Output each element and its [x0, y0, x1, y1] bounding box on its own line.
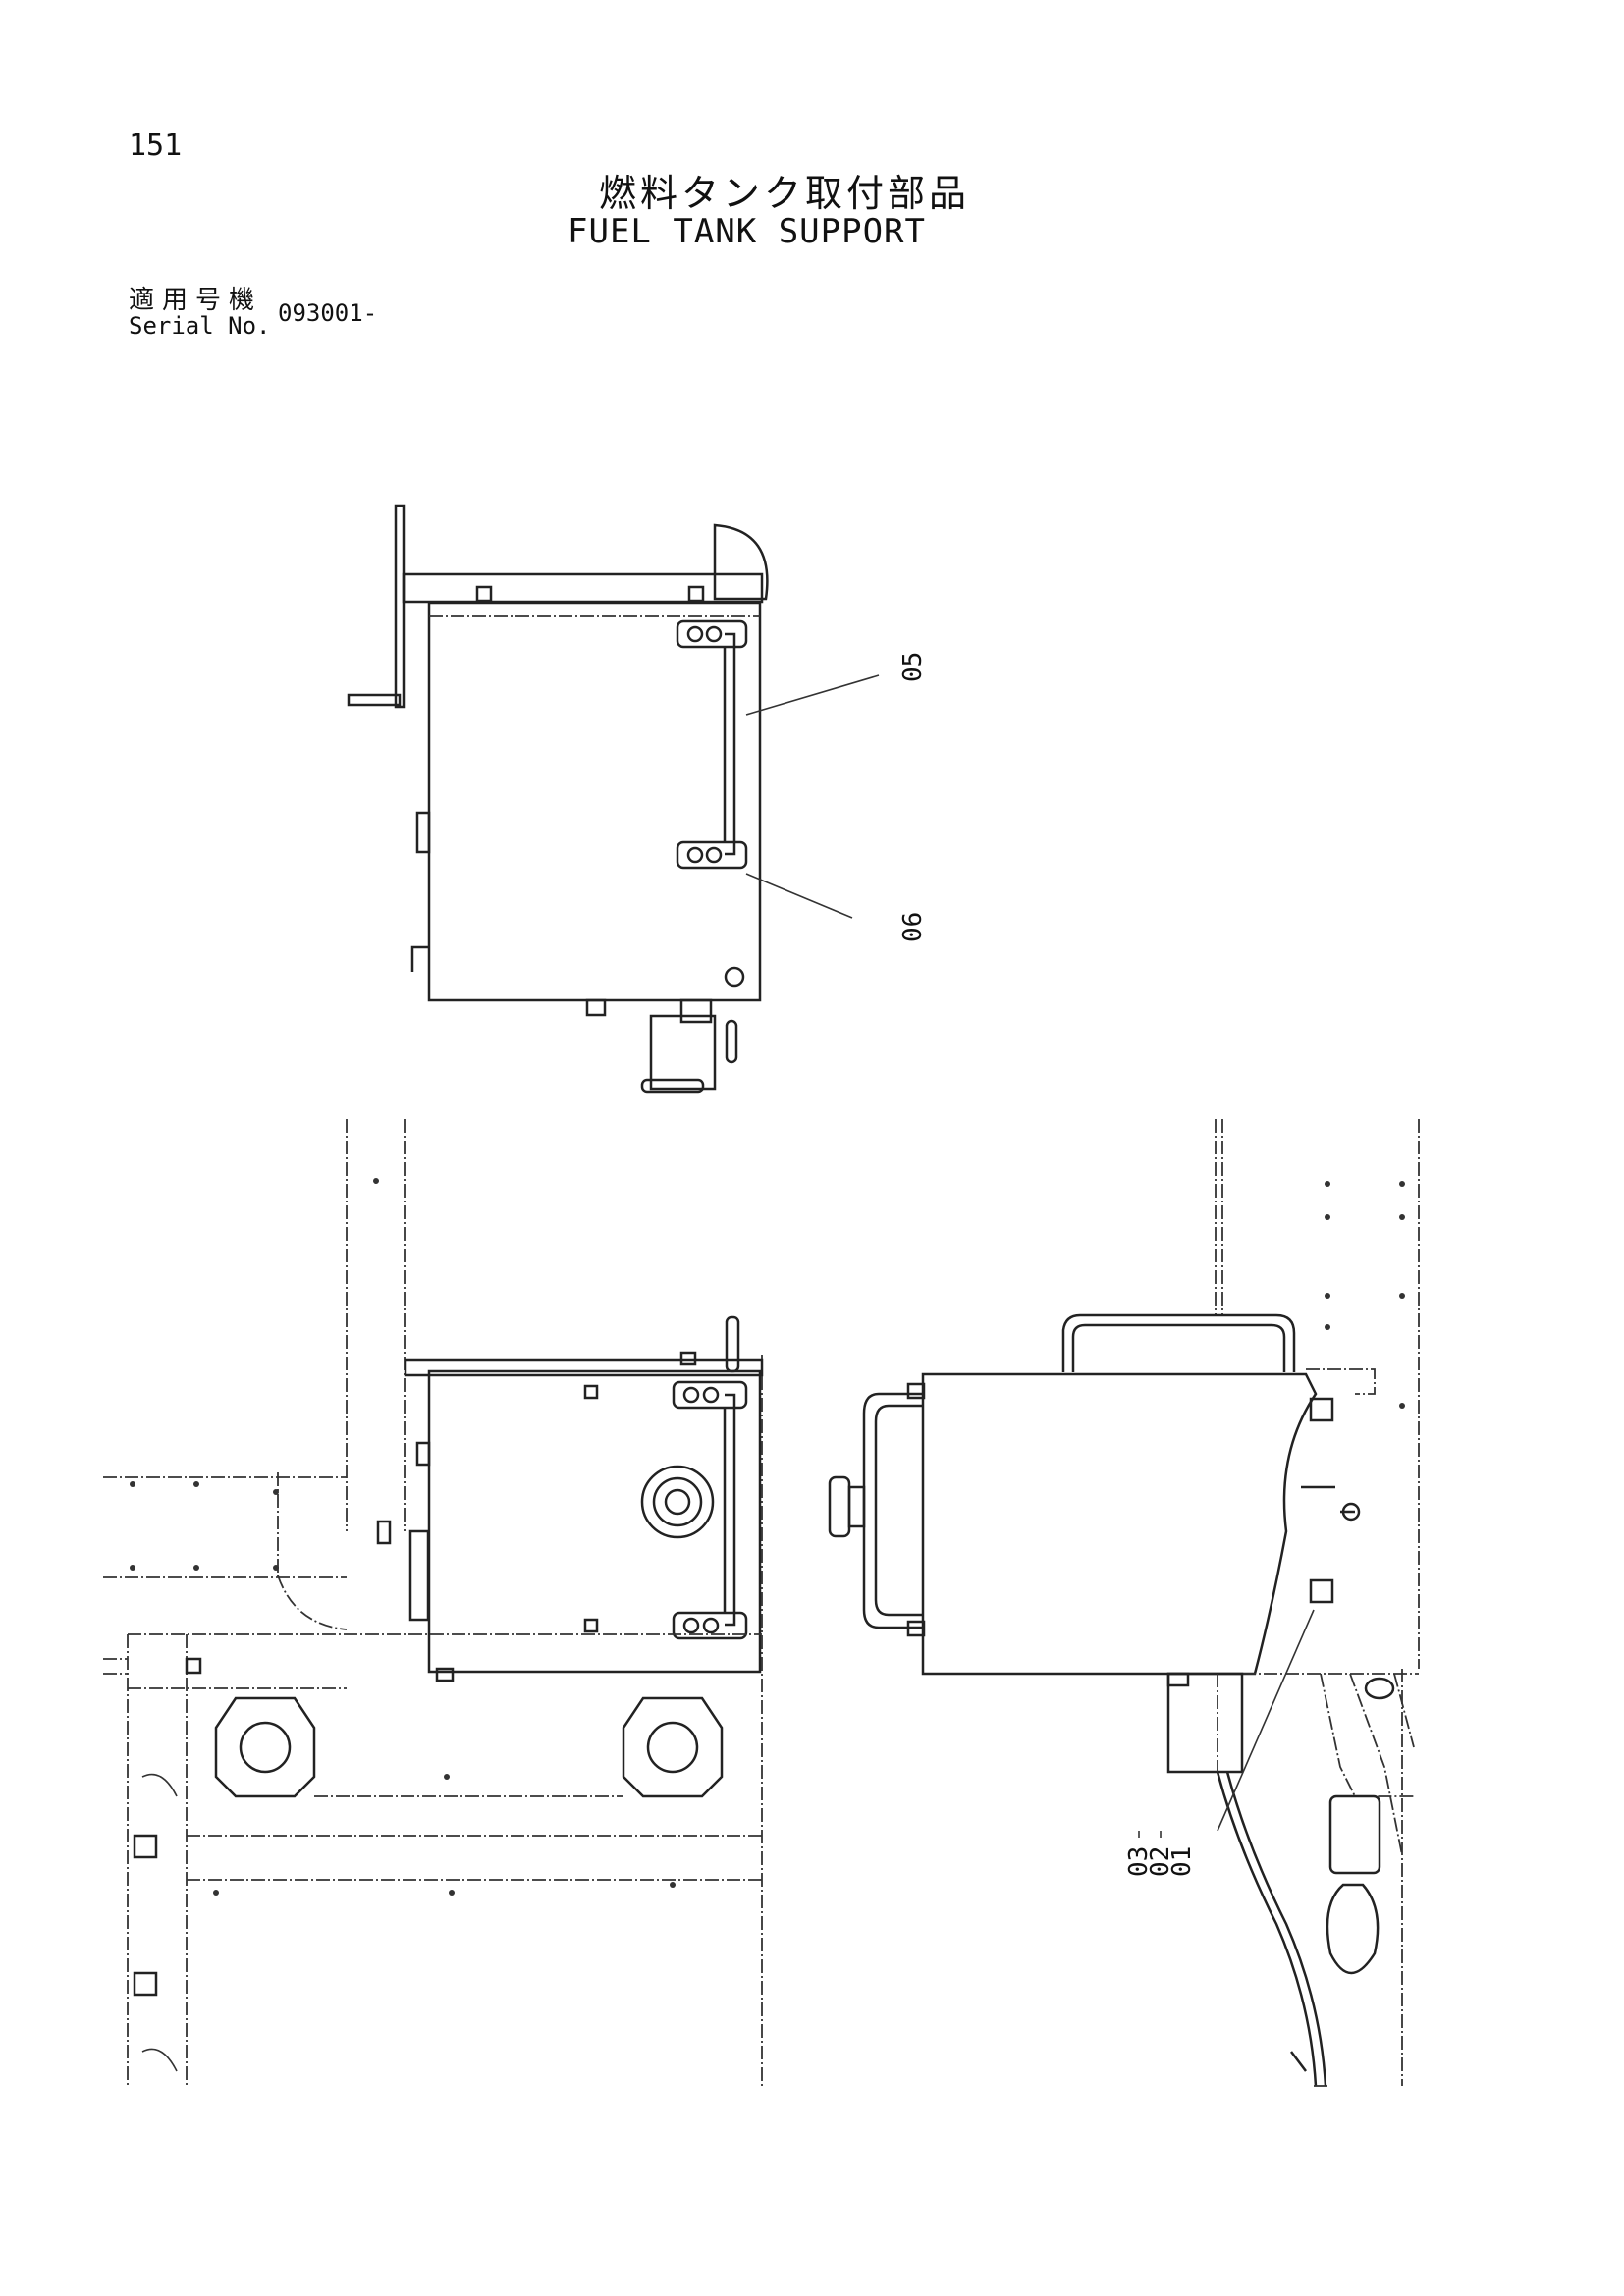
callout-06: 06: [898, 912, 928, 942]
callout-02: 02: [1146, 1846, 1175, 1877]
page-title-japanese: 燃料タンク取付部品: [599, 172, 971, 215]
serial-label-english: Serial No.: [129, 312, 271, 340]
callout-leaders: [745, 674, 1315, 1832]
serial-number-value: 093001-: [278, 299, 378, 327]
callout-03: 03: [1124, 1846, 1154, 1877]
front-view-frame-and-tank: [103, 1119, 764, 2086]
callout-05: 05: [898, 652, 928, 682]
page-number: 151: [129, 129, 183, 163]
top-view-fuel-tank: [347, 504, 769, 1094]
side-view-tank-and-frame: [828, 1119, 1420, 2087]
page-title-english: FUEL TANK SUPPORT: [568, 212, 926, 251]
serial-label-japanese: 適用号機: [129, 286, 263, 315]
callout-dashes: [1138, 1831, 1162, 1838]
callout-01: 01: [1167, 1846, 1197, 1877]
